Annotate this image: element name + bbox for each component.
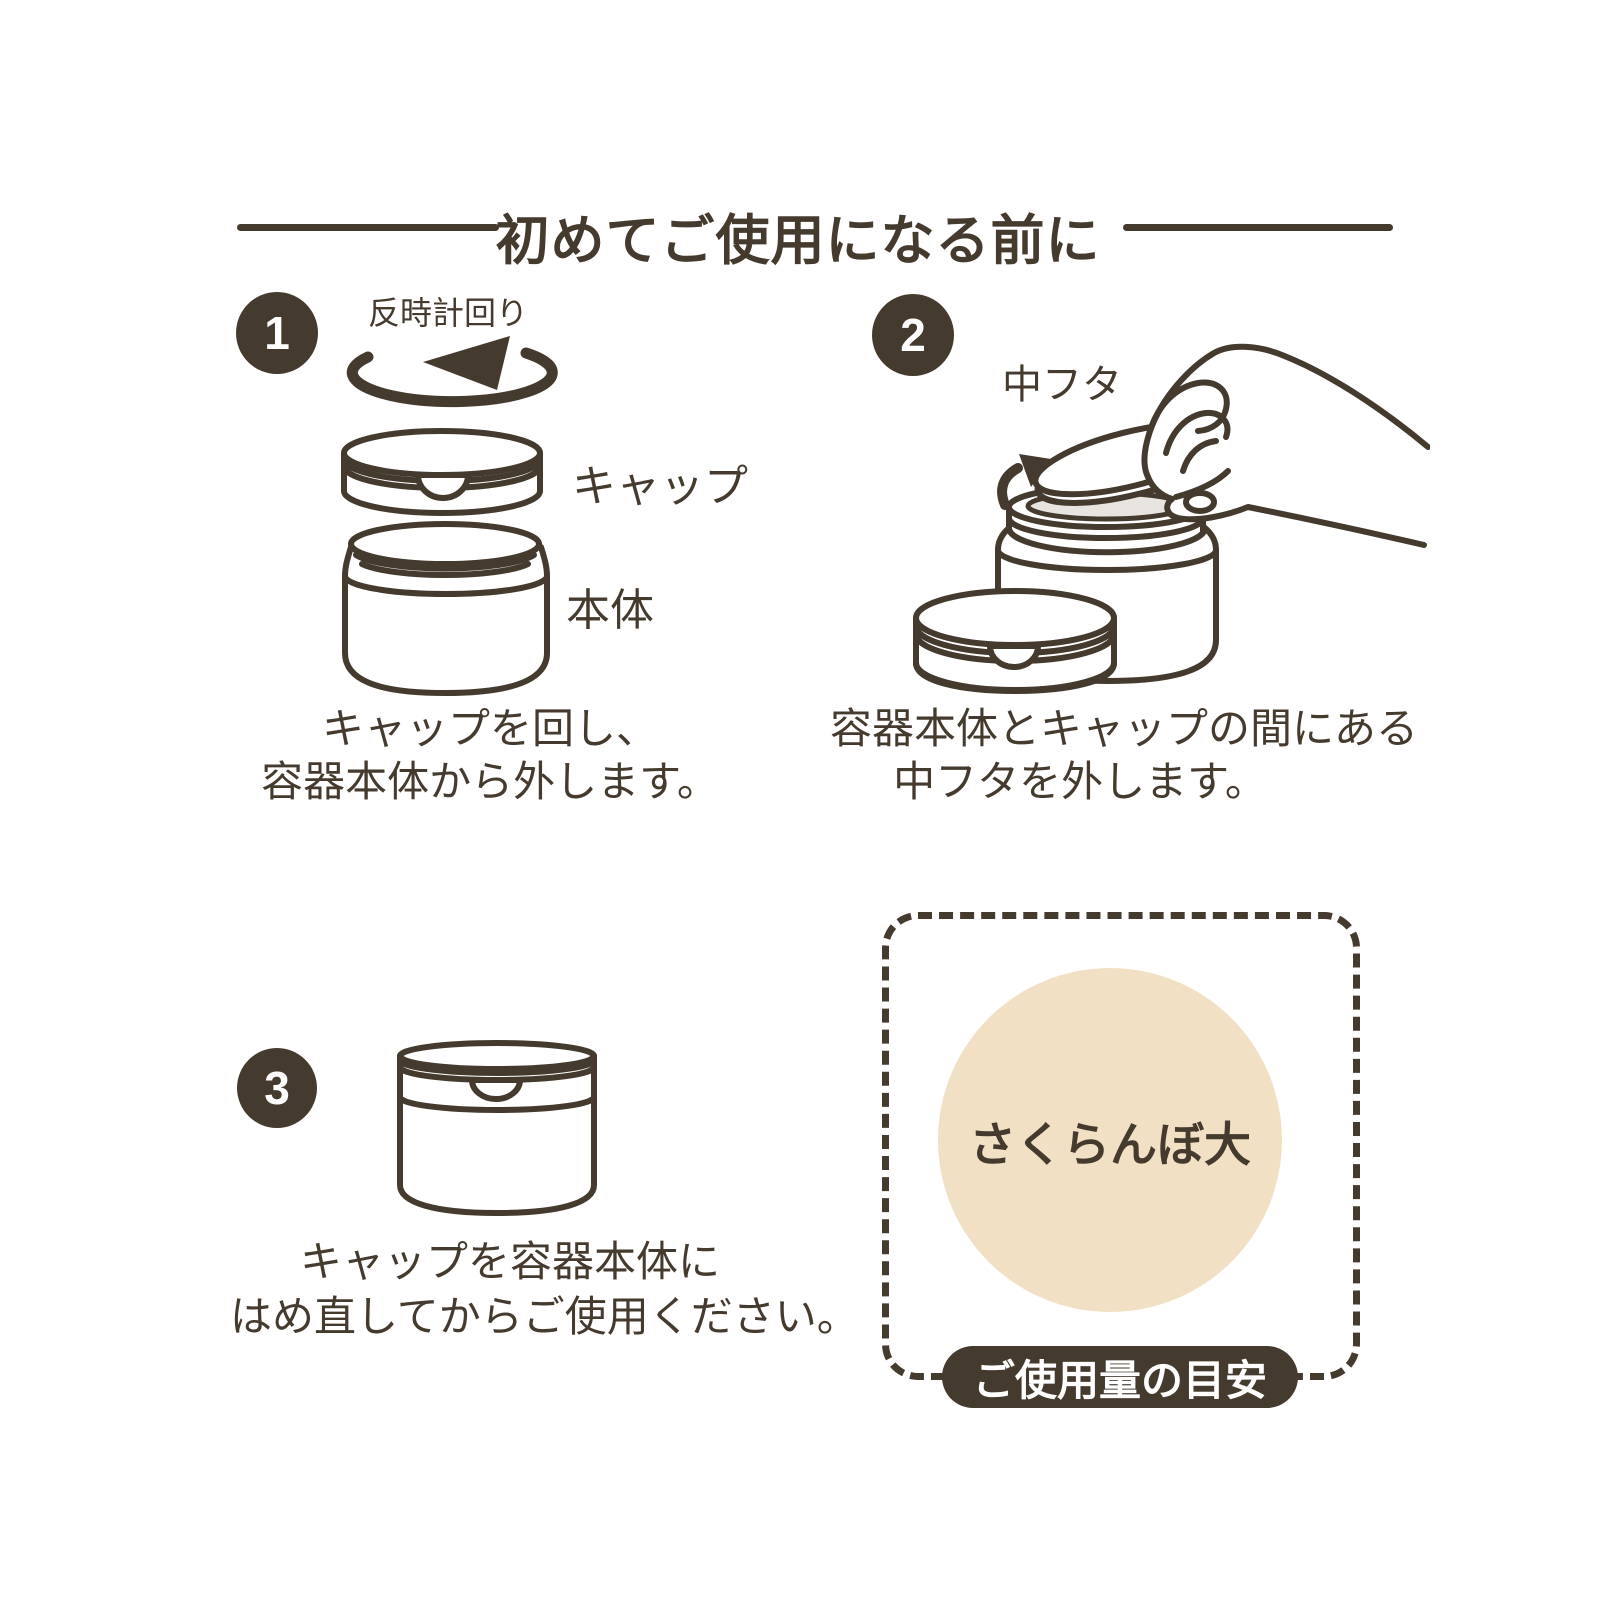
step-2-caption: 容器本体とキャップの間にある 中フタを外します。 xyxy=(830,702,1419,808)
usage-guide-badge-label: ご使用量の目安 xyxy=(972,1356,1267,1404)
cap-label: キャップ xyxy=(572,462,748,511)
usage-guide-badge: ご使用量の目安 xyxy=(942,1346,1298,1408)
step-2-caption-line-2: 中フタを外します。 xyxy=(893,758,1267,805)
usage-amount-text: さくらんぼ大 xyxy=(969,1117,1251,1171)
body-label: 本体 xyxy=(566,586,654,635)
hand-drawing xyxy=(1141,343,1430,548)
body-drawing xyxy=(342,521,550,696)
cap-drawing xyxy=(341,428,543,516)
counterclockwise-arrow-icon xyxy=(346,336,558,408)
jar-exploded-illustration xyxy=(341,336,558,696)
title-rule-left xyxy=(237,224,499,231)
usage-amount-circle: さくらんぼ大 xyxy=(938,968,1282,1312)
page-title: 初めてご使用になる前に xyxy=(495,211,1101,271)
rotation-direction-label: 反時計回り xyxy=(368,295,529,331)
step-2-number: 2 xyxy=(900,309,926,361)
step-1-caption-line-1: キャップを回し、 xyxy=(321,705,658,752)
step-3-number: 3 xyxy=(264,1062,290,1114)
closed-jar-illustration xyxy=(397,1040,597,1216)
closed-jar-drawing xyxy=(397,1040,597,1216)
title-rule-right xyxy=(1123,224,1393,231)
cap-aside-drawing xyxy=(913,588,1117,694)
step-3-caption-line-2: はめ直してからご使用ください。 xyxy=(230,1293,859,1340)
step-2-badge: 2 xyxy=(872,294,954,376)
step-1-badge: 1 xyxy=(236,292,318,374)
step-1-number: 1 xyxy=(264,307,290,359)
inner-lid-label: 中フタ xyxy=(1002,363,1122,407)
step-1-caption: キャップを回し、 容器本体から外します。 xyxy=(240,702,740,808)
step-1-caption-line-2: 容器本体から外します。 xyxy=(261,758,719,805)
step-3-caption: キャップを容器本体に はめ直してからご使用ください。 xyxy=(230,1234,859,1344)
step-2-caption-line-1: 容器本体とキャップの間にある xyxy=(830,705,1419,752)
hand-removing-inner-lid-illustration xyxy=(913,343,1430,694)
lift-arrow-icon xyxy=(997,454,1051,510)
step-3-badge: 3 xyxy=(237,1048,317,1128)
step-3-caption-line-1: キャップを容器本体に xyxy=(299,1238,720,1285)
